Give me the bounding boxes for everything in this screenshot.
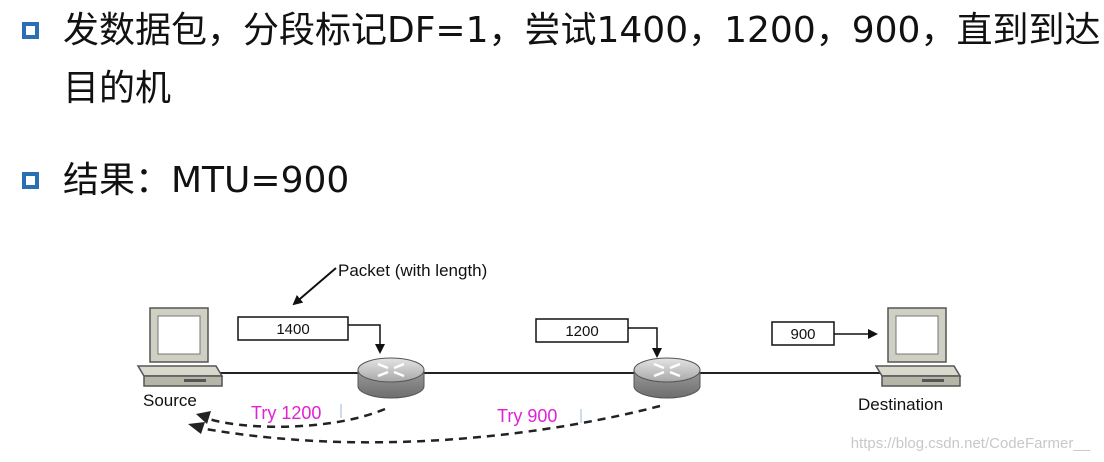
source-computer-icon	[136, 307, 224, 387]
packet-arrow	[628, 327, 662, 358]
callout-label: Packet (with length)	[338, 261, 487, 280]
square-bullet-icon	[22, 172, 39, 189]
bullet-item-2: 结果：MTU=900	[22, 152, 1103, 210]
source-label: Source	[143, 391, 197, 410]
packet-box: 1200	[535, 318, 629, 343]
bullet-text: 发数据包，分段标记DF=1，尝试1400，1200，900，直到到达目的机	[63, 10, 1101, 109]
square-bullet-icon	[22, 22, 39, 39]
destination-computer-icon	[874, 307, 962, 387]
arrowhead-icon	[188, 422, 205, 434]
arrowhead-icon	[196, 411, 211, 424]
try-label: Try 900	[497, 406, 557, 426]
router-icon	[357, 357, 425, 399]
return-arrow-2	[199, 404, 661, 444]
packet-box: 900	[771, 321, 835, 346]
callout-arrow	[292, 267, 337, 306]
router-icon	[633, 357, 701, 399]
destination-label: Destination	[858, 395, 943, 414]
packet-size: 1200	[565, 323, 598, 340]
packet-box: 1400	[237, 316, 349, 341]
packet-arrow	[348, 324, 385, 354]
return-arrow-1	[205, 407, 386, 428]
try-label: Try 1200	[251, 403, 321, 423]
watermark: https://blog.csdn.net/CodeFarmer__	[851, 435, 1091, 452]
packet-size: 900	[790, 326, 815, 343]
packet-size: 1400	[276, 321, 309, 338]
bullet-text: 结果：MTU=900	[63, 160, 350, 201]
bullet-item-1: 发数据包，分段标记DF=1，尝试1400，1200，900，直到到达目的机	[22, 2, 1103, 118]
